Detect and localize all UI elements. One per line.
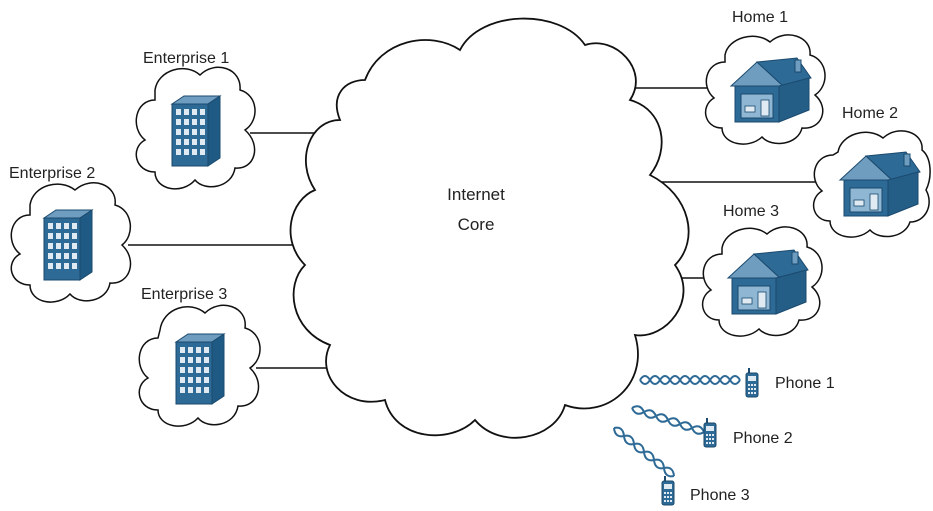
phone-1-label: Phone 1 xyxy=(775,375,835,392)
phone-3-label: Phone 3 xyxy=(690,487,750,504)
home-1-node: Home 1 xyxy=(704,9,826,145)
links xyxy=(128,87,820,369)
wireless-waves xyxy=(613,375,741,478)
wave-phone-3-b xyxy=(613,427,675,477)
enterprise-1-building-icon xyxy=(171,95,221,167)
phone-2-icon xyxy=(703,417,717,448)
enterprise-2-node: Enterprise 2 xyxy=(9,165,132,303)
enterprise-3-label: Enterprise 3 xyxy=(141,286,227,303)
enterprise-2-building-icon xyxy=(43,209,93,281)
phone-1-icon xyxy=(745,367,759,398)
home-3-node: Home 3 xyxy=(701,203,823,337)
enterprise-1-label: Enterprise 1 xyxy=(143,50,229,67)
internet-core-cloud xyxy=(289,17,690,439)
enterprise-3-building-icon xyxy=(175,333,225,405)
home-3-label: Home 3 xyxy=(723,203,779,220)
wave-phone-2-b xyxy=(631,407,705,433)
wave-phone-1-b xyxy=(639,375,741,385)
phone-3-icon xyxy=(661,475,675,506)
home-2-node: Home 2 xyxy=(812,105,931,238)
core-label-line1: Internet xyxy=(447,185,505,204)
enterprise-2-label: Enterprise 2 xyxy=(9,165,95,182)
phone-2-label: Phone 2 xyxy=(733,430,793,447)
home-2-label: Home 2 xyxy=(842,105,898,122)
core-label-line2: Core xyxy=(458,215,495,234)
enterprise-1-node: Enterprise 1 xyxy=(135,50,256,190)
home-1-label: Home 1 xyxy=(732,9,788,26)
enterprise-3-node: Enterprise 3 xyxy=(138,286,261,427)
